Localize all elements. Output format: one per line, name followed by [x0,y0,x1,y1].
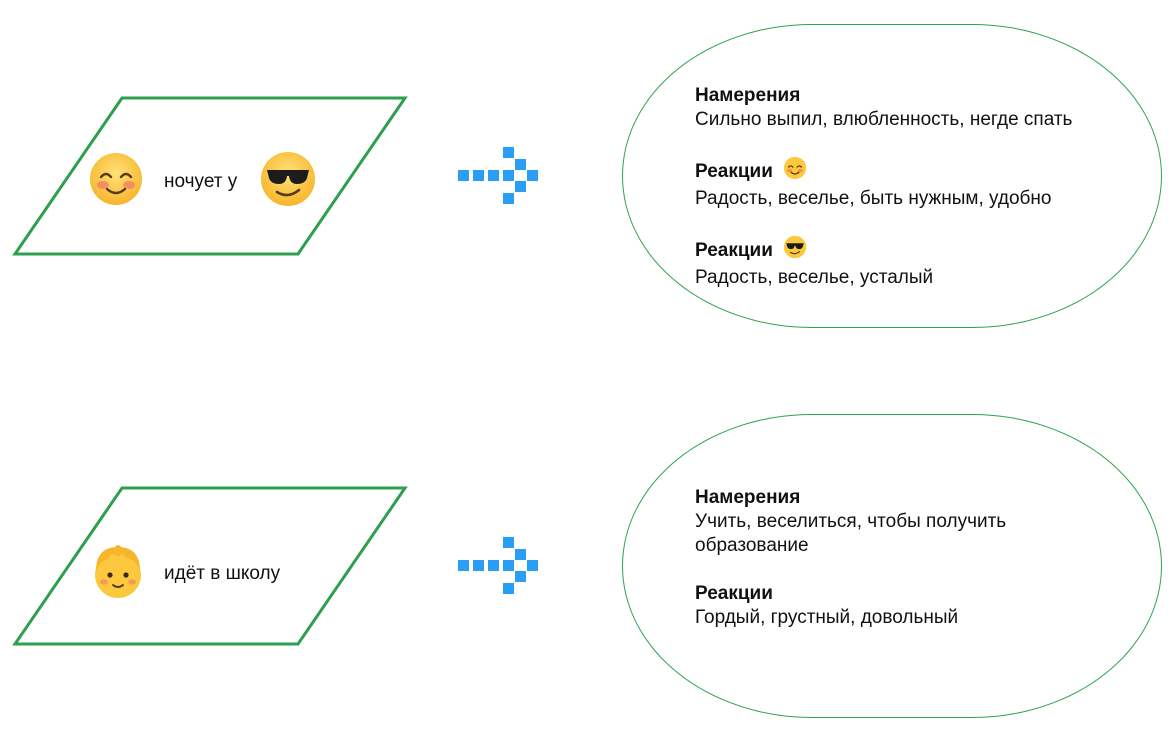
outcome-content: Намерения Учить, веселиться, чтобы получ… [695,486,1055,630]
outcome-content: Намерения Сильно выпил, влюбленность, не… [695,84,1072,290]
section-body: Радость, веселье, усталый [695,267,934,288]
outcome-bubble [622,24,1162,328]
section-title: Реакции [695,239,773,261]
smiling-face-with-sunglasses-icon [783,235,807,266]
section-body: Радость, веселье, быть нужным, удобно [695,188,1052,209]
event-parallelogram [12,486,408,646]
event-box: ночует у [88,150,317,213]
smiling-face-with-smiling-eyes-icon [783,156,807,187]
section-title: Намерения [695,85,801,106]
right-arrow-icon [458,147,540,205]
section-body: Гордый, грустный, довольный [695,607,959,628]
diagram-row-2: идёт в школу Намерения Учить, веселиться… [0,390,1176,734]
section-title-row: Реакции [695,235,1072,266]
section-body: Сильно выпил, влюбленность, негде спать [695,109,1073,130]
section-body: Учить, веселиться, чтобы получить образо… [695,511,1007,556]
section-title: Реакции [695,160,773,182]
section-title: Реакции [695,583,773,604]
intentions-section: Намерения Сильно выпил, влюбленность, не… [695,84,1072,132]
reactions-section: Реакции Радость, веселье, усталый [695,235,1072,290]
event-parallelogram [12,96,408,256]
reactions-section: Реакции Радость, веселье, быть нужным, у… [695,156,1072,211]
event-box: идёт в школу [92,541,280,606]
child-face-icon [92,541,144,606]
smiling-face-with-smiling-eyes-icon [88,151,144,212]
event-text: идёт в школу [164,562,281,584]
smiling-face-with-sunglasses-icon [259,150,317,213]
reactions-section: Реакции Гордый, грустный, довольный [695,582,1055,630]
section-title-row: Реакции [695,156,1072,187]
diagram-row-1: ночует у Намерения Сильно выпил, влюблен… [0,0,1176,360]
section-title: Намерения [695,487,801,508]
right-arrow-icon [458,537,540,595]
outcome-bubble [622,414,1162,718]
event-text: ночует у [164,170,238,192]
intentions-section: Намерения Учить, веселиться, чтобы получ… [695,486,1055,558]
